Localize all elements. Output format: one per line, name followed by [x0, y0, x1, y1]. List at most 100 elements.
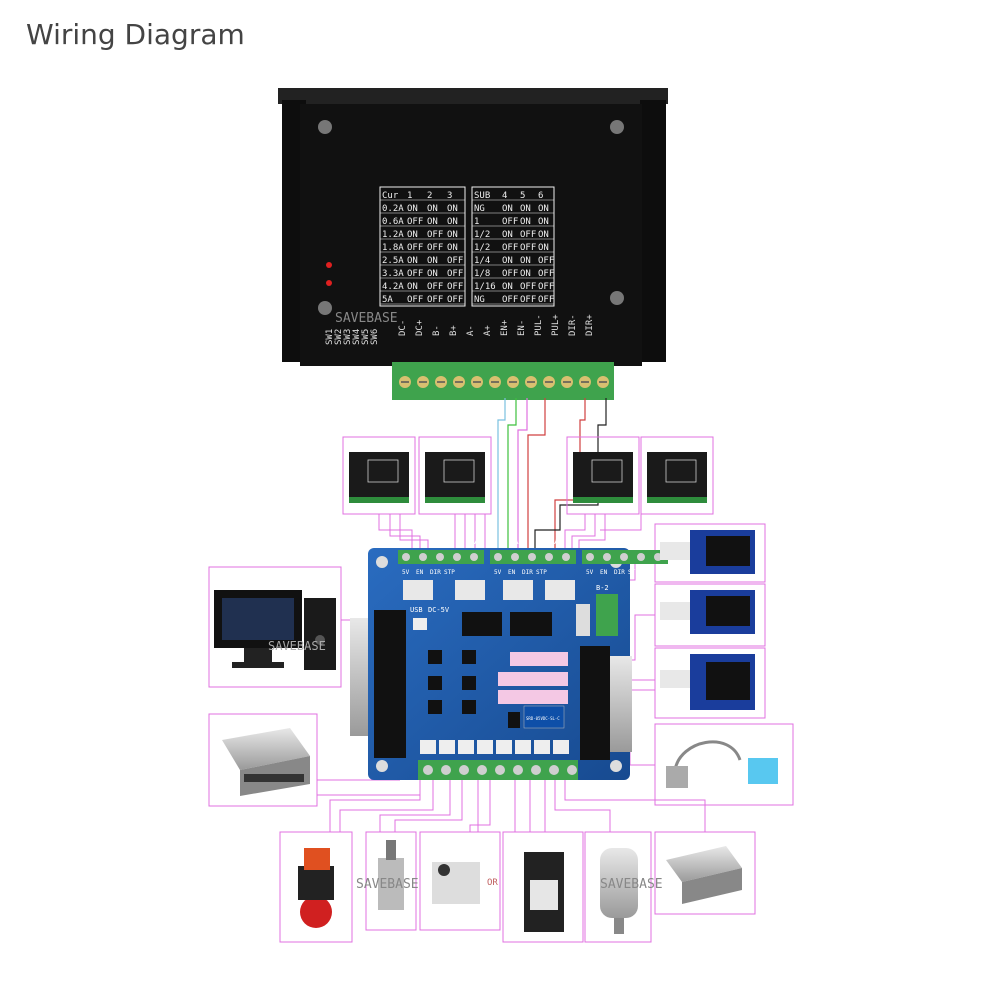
io-connector-icon[interactable]: [458, 740, 474, 754]
mount-hole-icon: [376, 556, 388, 568]
terminal-screw-icon[interactable]: [459, 765, 469, 775]
emergency-stop-icon: [300, 896, 332, 928]
table-cell: OFF: [427, 295, 443, 305]
table-cell: 1/8: [474, 269, 490, 279]
terminal-screw-icon[interactable]: [531, 765, 541, 775]
table-cell: ON: [407, 282, 418, 292]
table-cell: OFF: [538, 295, 554, 305]
terminal-screw-icon[interactable]: [562, 553, 570, 561]
table-cell: OFF: [520, 295, 536, 305]
io-connector-icon[interactable]: [420, 740, 436, 754]
table-cell: OFF: [538, 269, 554, 279]
table-cell: 0.2A: [382, 204, 404, 214]
chip-icon: [510, 612, 552, 636]
table-cell: ON: [502, 204, 513, 214]
terminal-screw-icon[interactable]: [495, 765, 505, 775]
terminal-label: PUL+: [551, 314, 561, 336]
board-pin-label: STP: [628, 569, 639, 576]
mount-hole-icon: [610, 760, 622, 772]
terminal-screw-icon[interactable]: [620, 553, 628, 561]
board-pin-label: DIR: [430, 569, 441, 576]
db15-connector-icon[interactable]: [610, 656, 632, 752]
io-connector-icon[interactable]: [496, 740, 512, 754]
table-cell: 2.5A: [382, 256, 404, 266]
terminal-screw-icon[interactable]: [511, 553, 519, 561]
b2-label: B-2: [596, 584, 609, 592]
control-wires: [497, 398, 607, 548]
table-cell: OFF: [502, 243, 518, 253]
table-cell: 1/2: [474, 230, 490, 240]
terminal-screw-icon[interactable]: [567, 765, 577, 775]
terminal-screw-icon[interactable]: [453, 553, 461, 561]
io-connector-icon[interactable]: [439, 740, 455, 754]
switch-label: SW5: [361, 329, 371, 345]
sensor-icon: [748, 758, 778, 784]
terminal-labels: DC-DC+B-B+A-A+EN+EN-PUL-PUL+DIR-DIR+: [398, 314, 595, 336]
io-connector-icon[interactable]: [553, 740, 569, 754]
table-cell: 4.2A: [382, 282, 404, 292]
table-cell: ON: [502, 256, 513, 266]
table-cell: ON: [447, 243, 458, 253]
terminal-screw-icon[interactable]: [470, 553, 478, 561]
terminal-label: A+: [483, 325, 493, 336]
terminal-label: PUL-: [534, 314, 544, 336]
terminal-screw-icon[interactable]: [528, 553, 536, 561]
table-cell: 3.3A: [382, 269, 404, 279]
screw-icon: [610, 291, 624, 305]
table-cell: ON: [427, 204, 438, 214]
board-pin-label: STP: [444, 569, 455, 576]
table-cell: OFF: [427, 282, 443, 292]
switch-label: SW1: [325, 329, 335, 345]
terminal-screw-icon[interactable]: [441, 765, 451, 775]
terminal-screw-icon[interactable]: [494, 553, 502, 561]
table-cell: OFF: [447, 256, 463, 266]
terminal-screw-icon[interactable]: [513, 765, 523, 775]
board-pin-label: EN: [600, 569, 608, 576]
table-cell: ON: [502, 282, 513, 292]
or-label: OR: [487, 878, 498, 888]
terminal-screw-icon[interactable]: [637, 553, 645, 561]
terminal-screw-icon[interactable]: [586, 553, 594, 561]
db25-connector-icon[interactable]: [350, 618, 368, 736]
usb-port-icon[interactable]: [413, 618, 427, 630]
table-cell: OFF: [502, 295, 518, 305]
table-cell: OFF: [407, 295, 423, 305]
power-supply-icon: [222, 728, 310, 770]
io-connector-icon[interactable]: [477, 740, 493, 754]
driver-module-icon: [425, 452, 485, 500]
terminal-screw-icon[interactable]: [419, 553, 427, 561]
terminal-label: EN+: [500, 319, 510, 336]
axis-group-label: 3A: [470, 538, 479, 546]
pc-watermark: SAVEBASE: [268, 639, 326, 653]
io-connector-icon[interactable]: [534, 740, 550, 754]
terminal-screw-icon[interactable]: [545, 553, 553, 561]
table-cell: 1: [474, 217, 479, 227]
b2-terminal[interactable]: [596, 594, 618, 636]
terminal-screw-icon[interactable]: [549, 765, 559, 775]
table-cell: OFF: [502, 269, 518, 279]
relay-label: SRD-05VDC-SL-C: [526, 716, 560, 721]
table-cell: ON: [538, 243, 549, 253]
table-cell: ON: [520, 269, 531, 279]
board-pin-label: STP: [536, 569, 547, 576]
terminal-screw-icon[interactable]: [402, 553, 410, 561]
io-connector-icon[interactable]: [515, 740, 531, 754]
power-label: DC-5V: [428, 606, 450, 614]
connector-icon: [576, 604, 590, 636]
terminal-label: DIR+: [585, 314, 595, 336]
terminal-screw-icon[interactable]: [436, 553, 444, 561]
table-cell: OFF: [407, 269, 423, 279]
table-cell: OFF: [447, 282, 463, 292]
led-icon: [326, 262, 332, 268]
connector-icon: [666, 766, 688, 788]
table-cell: ON: [427, 269, 438, 279]
terminal-screw-icon[interactable]: [603, 553, 611, 561]
mount-hole-icon: [376, 760, 388, 772]
terminal-screw-icon[interactable]: [477, 765, 487, 775]
table-cell: 1/16: [474, 282, 496, 292]
driver-module-icon: [573, 452, 633, 500]
terminal-screw-icon[interactable]: [423, 765, 433, 775]
